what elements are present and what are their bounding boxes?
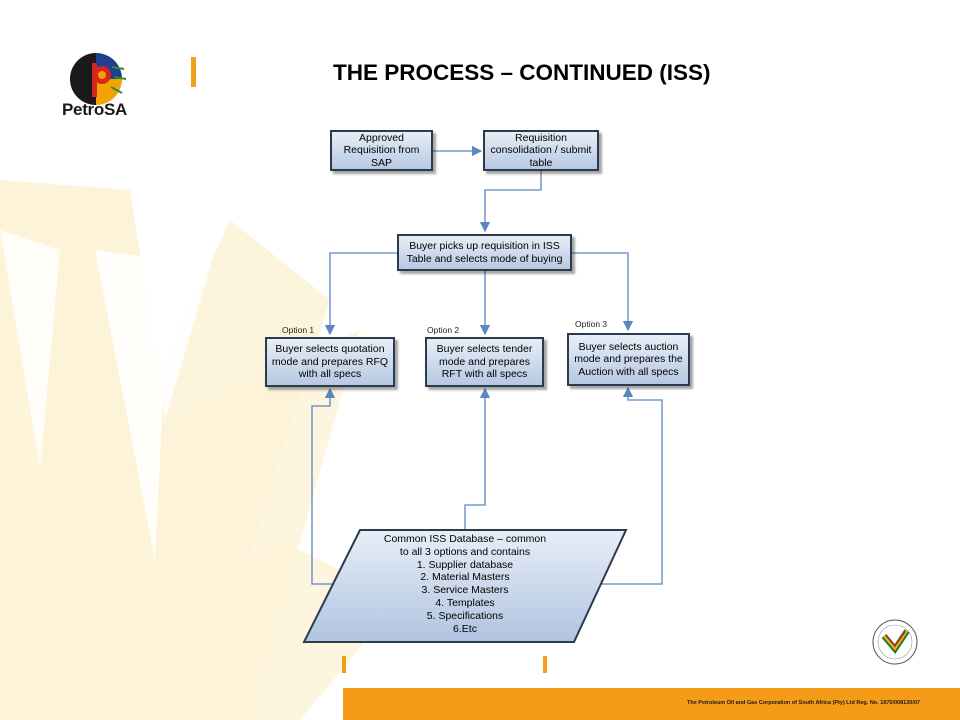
option2-line-3: RFT with all specs	[441, 368, 528, 381]
option2-label: Option 2	[427, 325, 460, 335]
option3-line-2: mode and prepares the	[574, 353, 683, 366]
option1-line-3: with all specs	[298, 368, 362, 381]
consolidation-line-1: Requisition	[515, 131, 567, 144]
database-line-7: 5. Specifications	[426, 609, 504, 622]
arrow-db-to-option1	[311, 387, 336, 585]
footer-bar: The Petroleum Oil and Gas Corporation of…	[343, 688, 960, 720]
option1-quotation-box: Buyer selects quotation mode and prepare…	[265, 337, 395, 387]
approved-line-2: Requisition from	[343, 144, 420, 157]
database-shape	[302, 529, 628, 643]
consolidation-line-3: table	[529, 156, 553, 169]
database-line-4: 2. Material Masters	[420, 571, 510, 584]
option3-line-3: Auction with all specs	[578, 365, 679, 378]
option1-line-2: mode and prepares RFQ	[271, 355, 389, 368]
proudly-south-african-badge-icon	[872, 619, 918, 665]
approved-line-3: SAP	[370, 156, 392, 169]
title-accent-bar	[191, 57, 196, 87]
page-title: THE PROCESS – CONTINUED (ISS)	[333, 60, 711, 85]
database-line-3: 1. Supplier database	[416, 558, 514, 571]
consolidation-box: Requisition consolidation / submit table	[483, 130, 599, 171]
petrosa-logo-icon	[70, 53, 127, 105]
bottom-accent-bar-right	[543, 656, 547, 673]
option1-line-1: Buyer selects quotation	[275, 343, 385, 356]
option2-line-2: mode and prepares	[438, 355, 531, 368]
option3-label: Option 3	[575, 319, 608, 329]
footer-text: The Petroleum Oil and Gas Corporation of…	[687, 700, 920, 706]
option2-line-1: Buyer selects tender	[436, 343, 533, 356]
database-line-6: 4. Templates	[435, 596, 495, 609]
database-line-5: 3. Service Masters	[421, 584, 509, 597]
approved-line-1: Approved	[359, 131, 404, 144]
bottom-accent-bar-left	[342, 656, 346, 673]
buyer-picks-line-2: Table and selects mode of buying	[406, 252, 563, 265]
approved-requisition-box: Approved Requisition from SAP	[330, 130, 433, 171]
option1-label: Option 1	[282, 325, 315, 335]
consolidation-line-2: consolidation / submit	[490, 144, 592, 157]
buyer-picks-box: Buyer picks up requisition in ISS Table …	[397, 234, 572, 271]
arrow-buyer-to-option1	[324, 252, 397, 336]
option3-line-1: Buyer selects auction	[578, 340, 679, 353]
database-line-8: 6.Etc	[453, 622, 477, 635]
database-line-1: Common ISS Database – common	[383, 533, 547, 545]
database-line-2: to all 3 options and contains	[399, 545, 531, 558]
arrow-db-to-option3	[598, 386, 663, 585]
buyer-picks-line-1: Buyer picks up requisition in ISS	[409, 240, 560, 252]
option3-auction-box: Buyer selects auction mode and prepares …	[567, 333, 690, 386]
arrow-buyer-to-option3	[571, 252, 634, 332]
option2-tender-box: Buyer selects tender mode and prepares R…	[425, 337, 544, 387]
brand-name: PetroSA	[62, 100, 127, 119]
arrow-db-to-option2	[464, 387, 491, 530]
arrow-consolidation-to-buyer	[479, 170, 542, 233]
database-text: Common ISS Database – common to all 3 op…	[340, 533, 590, 635]
